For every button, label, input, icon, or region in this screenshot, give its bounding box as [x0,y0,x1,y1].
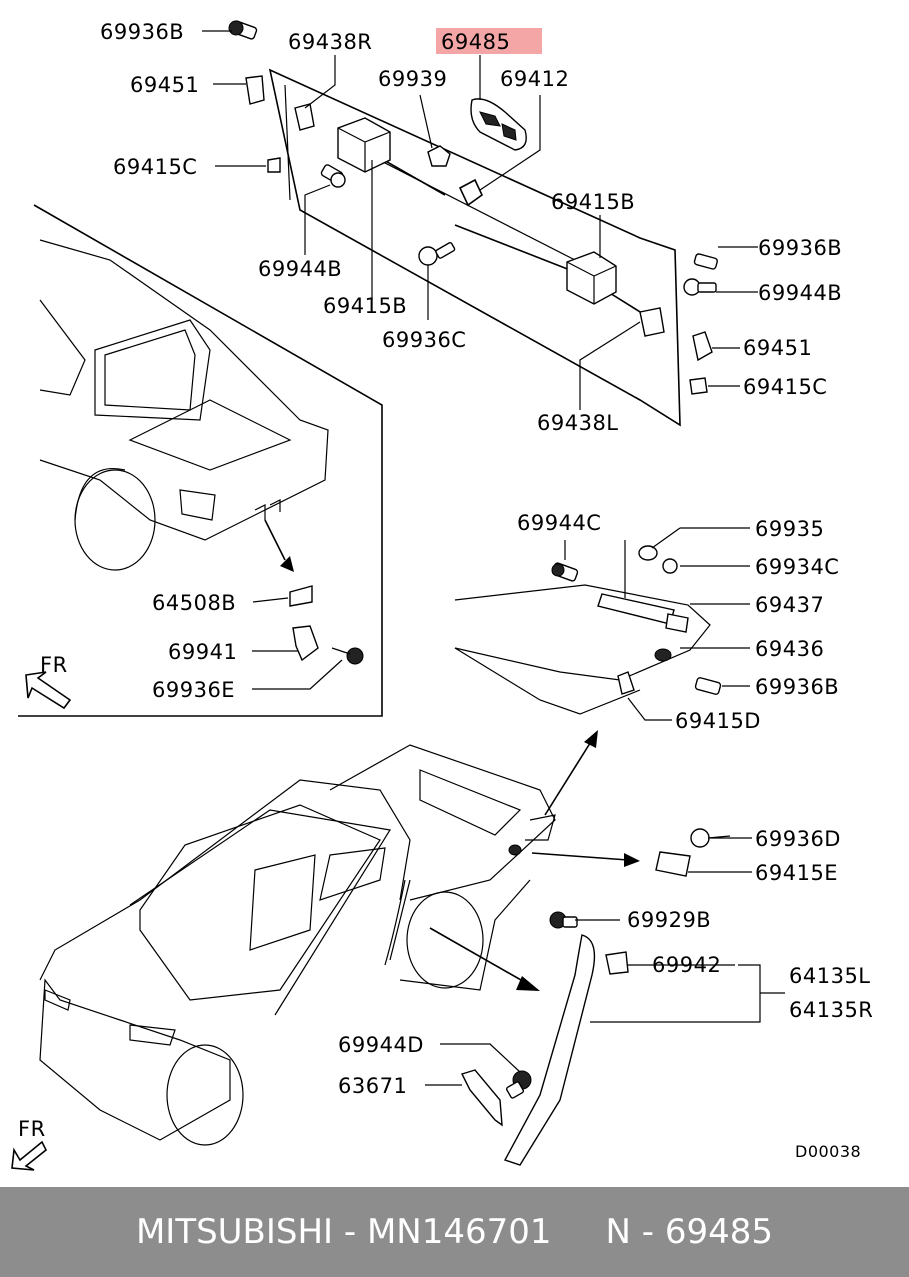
diagram-code: D00038 [795,1142,861,1161]
callout-63671: 63671 [338,1074,407,1098]
callout-69936E: 69936E [152,678,235,702]
callout-69415C-right: 69415C [743,375,827,399]
callout-69939: 69939 [378,67,447,91]
callout-69415B-left: 69415B [323,294,407,318]
leader-lines-middle [564,527,750,721]
callout-69437: 69437 [755,593,824,617]
callout-69936B-top-left: 69936B [100,20,184,44]
footer-part-number: MITSUBISHI - MN146701 N - 69485 [135,1212,774,1252]
leader-lines-top [202,30,758,410]
diagram-canvas: 69936B 69438R 69485 69451 69939 69412 69… [11,20,873,1171]
callout-69941: 69941 [168,640,237,664]
callout-69438L: 69438L [537,411,619,435]
fr-label-inset: FR [40,653,68,677]
callout-69942: 69942 [652,953,721,977]
callout-69936B-right: 69936B [758,236,842,260]
callout-69451-left: 69451 [130,73,199,97]
leader-lines-inset [252,597,343,690]
callout-69944D: 69944D [338,1033,424,1057]
callout-69415C-left: 69415C [113,155,197,179]
callout-69935: 69935 [755,517,824,541]
callout-labels: 69936B 69438R 69485 69451 69939 69412 69… [18,20,873,1161]
footer-bar [0,1187,909,1277]
callout-69415E: 69415E [755,861,838,885]
callout-64508B: 64508B [152,591,236,615]
callout-64135L: 64135L [789,964,871,988]
tailgate-lid-drawing [454,545,722,715]
callout-69412: 69412 [500,67,569,91]
tailgate-panel-drawing [228,20,718,427]
leader-lines-bottom [425,837,785,1086]
callout-69936D: 69936D [755,827,841,851]
callout-69934C: 69934C [755,555,839,579]
callout-69436: 69436 [755,637,824,661]
callout-69415B-right: 69415B [551,190,635,214]
callout-69485: 69485 [441,30,510,54]
callout-69944B-right: 69944B [758,281,842,305]
callout-64135R: 64135R [789,998,873,1022]
callout-69936C: 69936C [382,328,466,352]
callout-69929B: 69929B [627,908,711,932]
fr-label-bottom: FR [18,1117,46,1141]
callout-69415D: 69415D [675,709,761,733]
callout-69944B-left: 69944B [258,257,342,281]
callout-69936B-lid: 69936B [755,675,839,699]
inset-panel [18,204,383,717]
pickup-truck-drawing [11,730,731,1171]
callout-69438R: 69438R [288,30,372,54]
highlight-box [436,28,542,54]
callout-69944C: 69944C [517,511,601,535]
callout-69451-right: 69451 [743,336,812,360]
